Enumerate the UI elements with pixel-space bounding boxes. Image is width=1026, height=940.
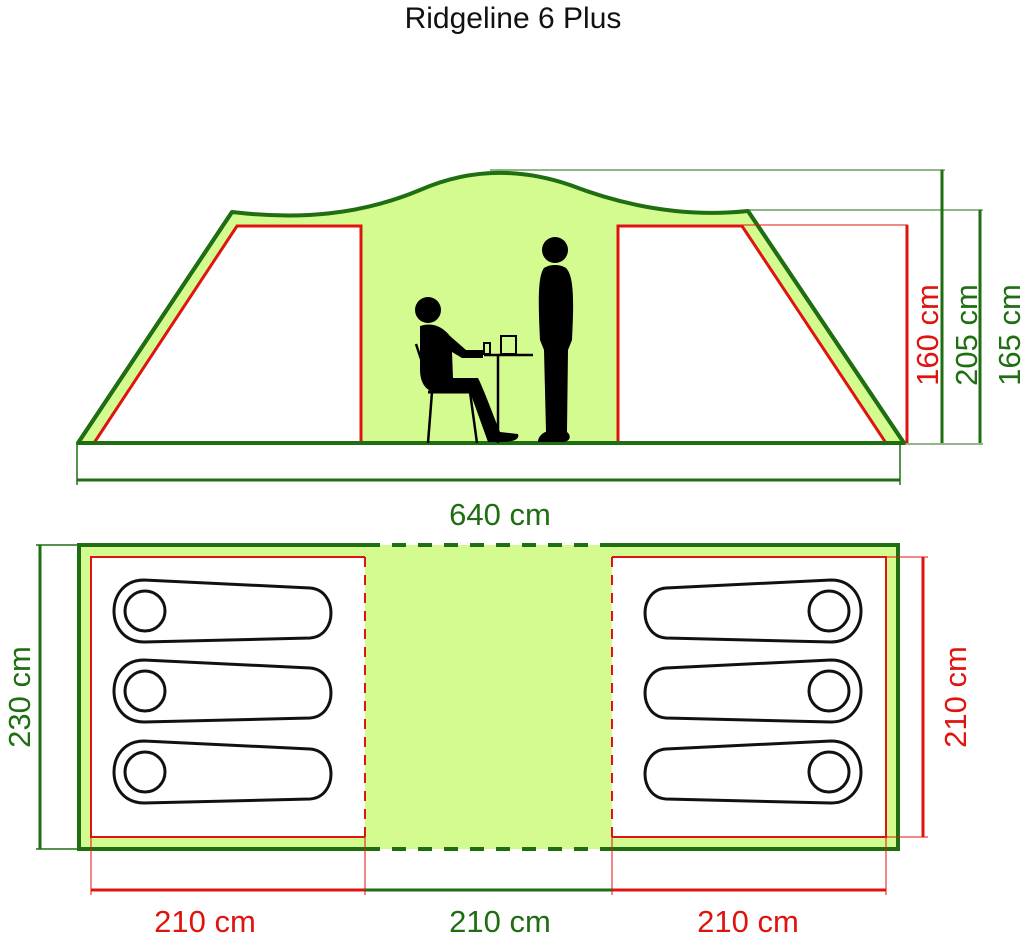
- sleeping-bag-icon: [643, 658, 863, 724]
- height-dimensions: 160 cm 205 cm 165 cm: [490, 169, 1026, 445]
- floor-plan: 230 cm 210 cm 210 cm 210 cm 210 cm: [2, 543, 973, 939]
- section-left-label: 210 cm: [154, 904, 256, 939]
- height-165-label: 165 cm: [992, 284, 1026, 386]
- right-bedroom-side: [616, 224, 889, 445]
- right-sleeping-bags: [643, 578, 863, 805]
- width-230-label: 230 cm: [2, 646, 37, 748]
- side-view: 640 cm 160 cm 205 cm 165 cm: [76, 169, 1026, 532]
- height-160-label: 160 cm: [910, 284, 945, 386]
- standing-person-icon: [538, 237, 574, 442]
- sleeping-bag-icon: [643, 578, 863, 644]
- diagram-title: Ridgeline 6 Plus: [404, 2, 622, 35]
- sleeping-bag-icon: [112, 578, 333, 644]
- section-middle-label: 210 cm: [449, 904, 551, 939]
- width-dimension: 230 cm: [2, 544, 79, 850]
- sleeping-bag-icon: [112, 739, 333, 805]
- left-bedroom-side: [91, 224, 363, 445]
- depth-210-label: 210 cm: [938, 646, 973, 748]
- sleeping-bag-icon: [643, 739, 863, 805]
- height-205-label: 205 cm: [949, 284, 984, 386]
- depth-dimension: 210 cm: [886, 556, 973, 838]
- sleeping-bag-icon: [112, 658, 333, 724]
- left-sleeping-bags: [112, 578, 333, 805]
- seated-person-icon: [415, 297, 519, 442]
- table-icon: [483, 335, 533, 443]
- section-right-label: 210 cm: [697, 904, 799, 939]
- length-dimension: 640 cm: [76, 443, 901, 532]
- left-bedroom-plan: [90, 556, 366, 838]
- chair-icon: [414, 343, 479, 444]
- section-dimensions: 210 cm 210 cm 210 cm: [90, 837, 887, 939]
- right-bedroom-plan: [611, 556, 887, 838]
- length-label: 640 cm: [449, 497, 551, 532]
